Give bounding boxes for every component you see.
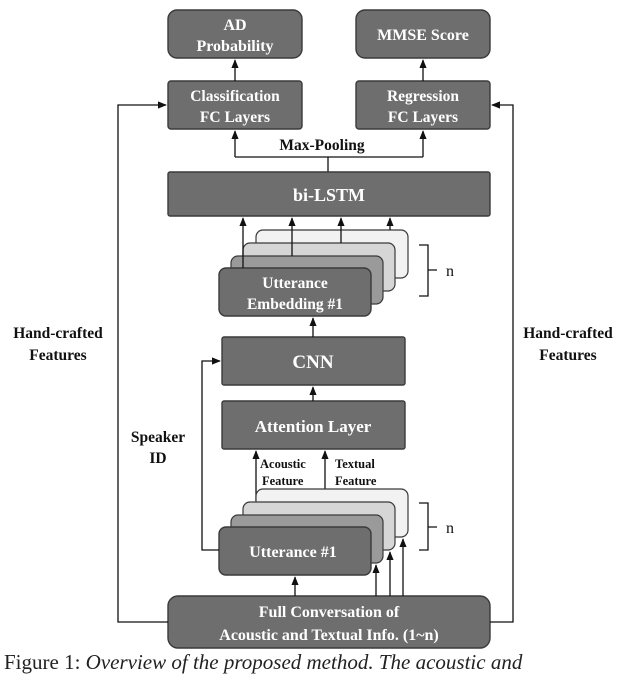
hand-crafted-left-line2: Features [29, 347, 86, 364]
regression-fc-box: Regression FC Layers [355, 80, 491, 130]
mmse-score-label: MMSE Score [377, 27, 469, 44]
hand-crafted-right-line1: Hand-crafted [523, 325, 613, 342]
lower-n-bracket [419, 502, 437, 551]
regression-fc-line2: FC Layers [388, 109, 458, 126]
upper-n-label: n [446, 263, 454, 280]
figure-caption: Figure 1: Overview of the proposed metho… [0, 650, 632, 682]
textual-feature-line1: Textual [335, 457, 375, 471]
speaker-id-line1: Speaker [131, 429, 185, 446]
model-overview-diagram: AD Probability MMSE Score Classification… [13, 9, 613, 649]
caption-prefix: Figure 1: [4, 650, 81, 674]
bilstm-label: bi-LSTM [293, 185, 365, 205]
caption-text: Overview of the proposed method. The aco… [85, 650, 523, 674]
hand-crafted-right-path [490, 101, 514, 623]
attention-layer-label: Attention Layer [255, 417, 372, 436]
speaker-id-path [201, 357, 221, 551]
mmse-score-box: MMSE Score [355, 9, 491, 59]
attention-layer-box: Attention Layer [221, 400, 406, 450]
utterance-embedding-stack: Utterance Embedding #1 [218, 229, 409, 317]
classification-fc-line1: Classification [190, 88, 280, 105]
acoustic-feature-line2: Feature [262, 474, 304, 488]
ad-probability-line1: AD [223, 17, 246, 34]
utterance-stack: Utterance #1 [218, 488, 409, 576]
utterance-embedding-line2: Embedding #1 [247, 296, 343, 313]
ad-probability-line2: Probability [196, 38, 273, 55]
utterance-label: Utterance #1 [249, 544, 337, 561]
ad-probability-box: AD Probability [167, 9, 303, 59]
textual-feature-line2: Feature [335, 474, 377, 488]
speaker-id-line2: ID [149, 450, 166, 467]
hand-crafted-left-line1: Hand-crafted [13, 325, 103, 342]
utterance-embedding-line1: Utterance [262, 275, 328, 292]
full-conversation-box: Full Conversation of Acoustic and Textua… [167, 595, 491, 649]
conversation-to-utterance-arrows [291, 538, 407, 596]
lower-n-label: n [446, 520, 454, 537]
upper-n-bracket [419, 244, 437, 297]
regression-fc-line1: Regression [387, 88, 459, 105]
classification-fc-box: Classification FC Layers [167, 80, 303, 130]
acoustic-feature-line1: Acoustic [260, 457, 306, 471]
hand-crafted-right-line2: Features [539, 347, 596, 364]
cnn-box: CNN [221, 336, 406, 386]
cnn-label: CNN [292, 352, 333, 373]
full-conversation-line2: Acoustic and Textual Info. (1~n) [219, 627, 438, 644]
max-pooling-connector [231, 130, 427, 172]
hand-crafted-left-path [117, 101, 168, 623]
bilstm-box: bi-LSTM [167, 171, 491, 217]
embedding-to-bilstm-arrows [239, 217, 394, 268]
classification-fc-line2: FC Layers [200, 109, 270, 126]
max-pooling-label: Max-Pooling [279, 137, 364, 154]
full-conversation-line1: Full Conversation of [259, 604, 400, 621]
